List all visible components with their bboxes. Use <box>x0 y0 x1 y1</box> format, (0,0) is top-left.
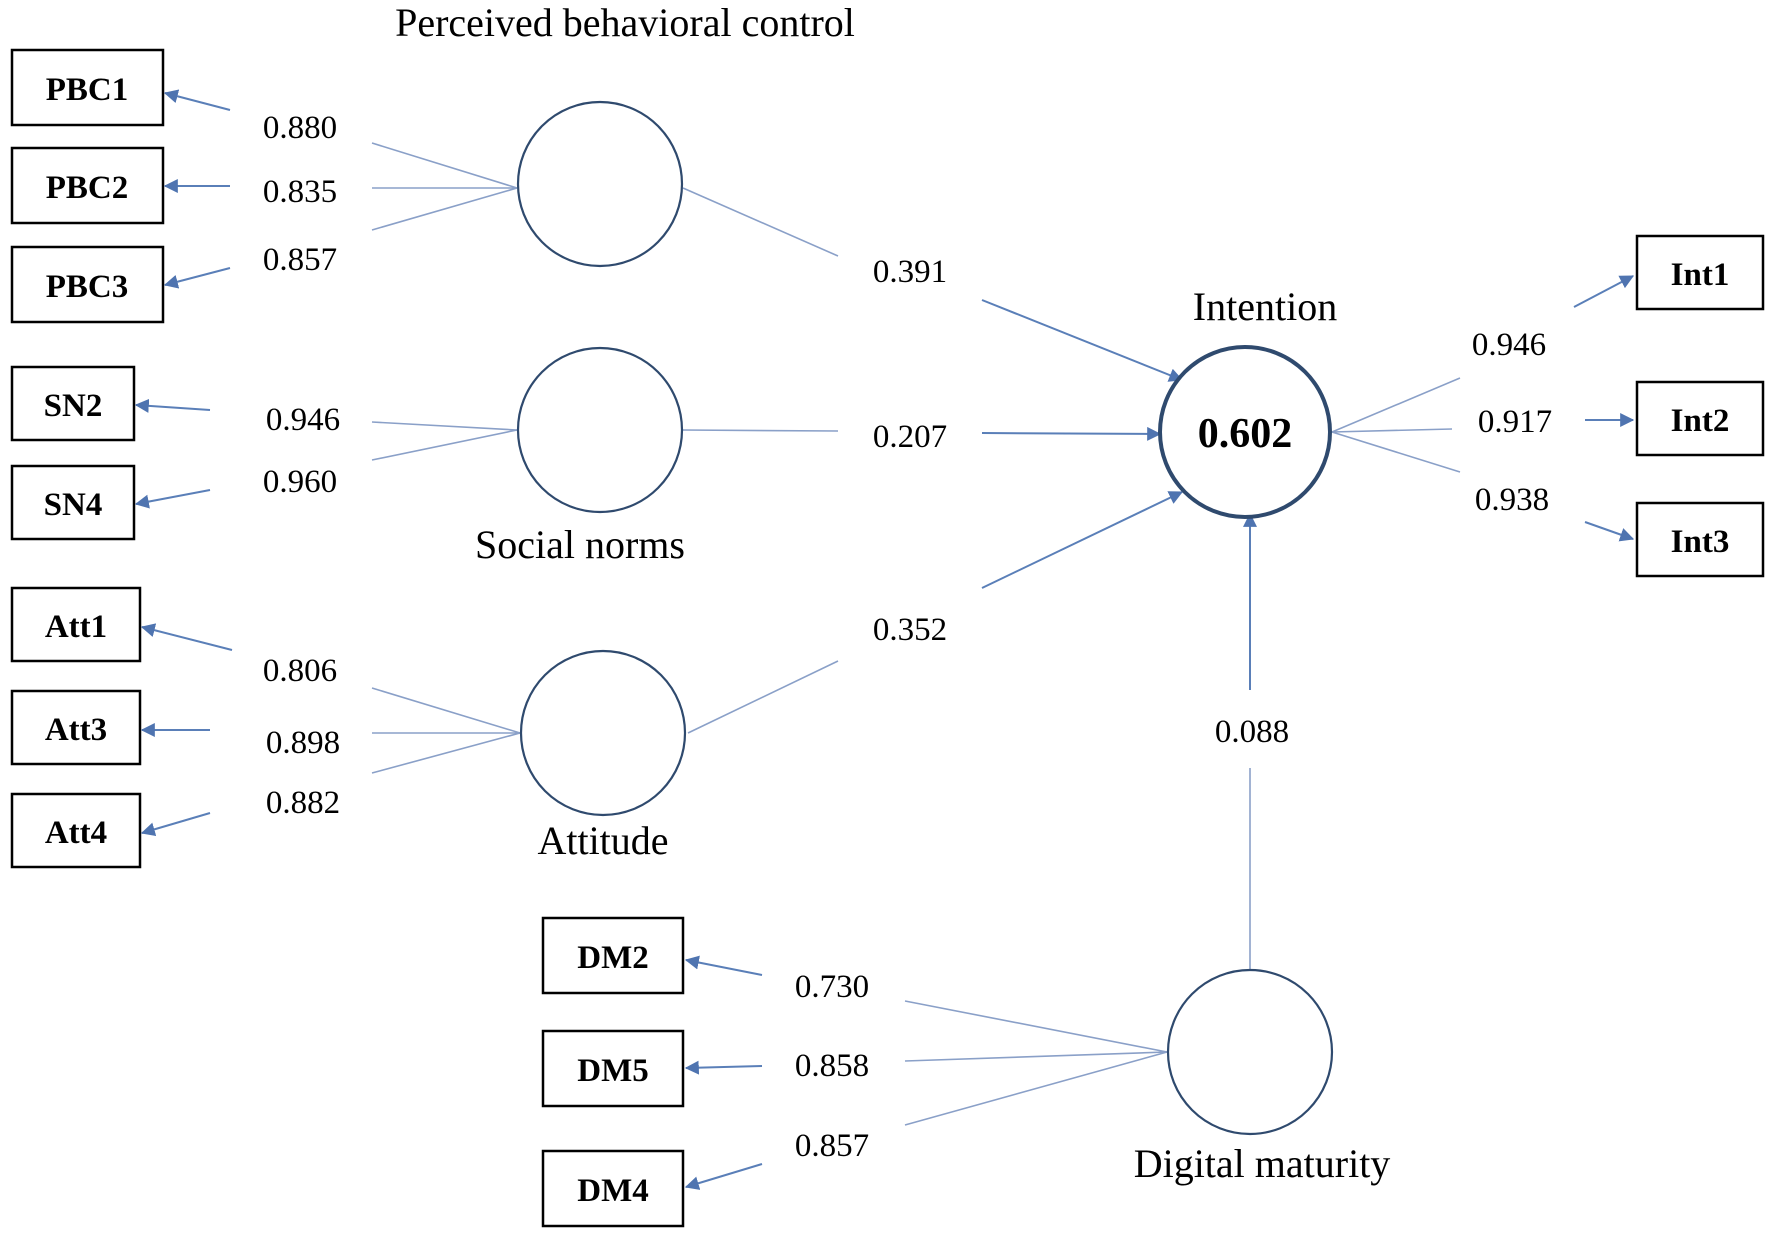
indicator-label: PBC2 <box>46 170 129 206</box>
loading-pbc3: 0.857 <box>263 242 337 278</box>
indicator-pbc2: PBC2 <box>10 146 165 225</box>
path-coef-sn: 0.207 <box>873 419 947 455</box>
loading-sn4: 0.960 <box>263 464 337 500</box>
indicator-int1: Int1 <box>1635 234 1765 311</box>
latent-label-sn: Social norms <box>475 522 685 567</box>
loading-att3: 0.898 <box>266 725 340 761</box>
indicator-pbc3: PBC3 <box>10 245 165 324</box>
latent-circle-sn <box>516 346 684 514</box>
indicator-label: PBC1 <box>46 72 129 108</box>
latent-circle-att <box>519 649 687 817</box>
sn-loading-lines <box>134 398 518 509</box>
pbc-loading-lines <box>163 89 518 289</box>
intention-r-squared: 0.602 <box>1198 411 1293 457</box>
loading-int3: 0.938 <box>1475 482 1549 518</box>
loading-pbc2: 0.835 <box>263 174 337 210</box>
att-loading-lines <box>140 623 521 837</box>
latent-circle-pbc <box>516 100 684 268</box>
indicator-att3: Att3 <box>10 689 142 766</box>
indicator-dm5: DM5 <box>541 1029 685 1108</box>
indicator-label: DM5 <box>577 1053 648 1089</box>
indicator-int2: Int2 <box>1635 380 1765 457</box>
latent-label-pbc: Perceived behavioral control <box>395 0 855 45</box>
indicator-sn4: SN4 <box>10 464 136 541</box>
loading-pbc1: 0.880 <box>263 110 337 146</box>
indicator-label: SN2 <box>44 388 103 424</box>
latent-label-att: Attitude <box>537 818 668 863</box>
indicator-pbc1: PBC1 <box>10 48 165 127</box>
latent-circle-intention <box>1158 345 1332 519</box>
indicator-dm4: DM4 <box>541 1149 685 1228</box>
loading-int2: 0.917 <box>1478 404 1552 440</box>
indicator-label: Int3 <box>1671 524 1730 560</box>
latent-label-intention: Intention <box>1193 284 1337 329</box>
loading-dm4: 0.857 <box>795 1128 869 1164</box>
indicator-label: SN4 <box>44 487 103 523</box>
indicator-label: Att4 <box>45 815 107 851</box>
path-sn-to-intention <box>681 426 1162 441</box>
latent-circle-dm <box>1166 968 1334 1136</box>
loading-att4: 0.882 <box>266 785 340 821</box>
indicator-label: DM4 <box>577 1173 648 1209</box>
indicator-att4: Att4 <box>10 792 142 869</box>
latent-label-dm: Digital maturity <box>1134 1141 1391 1186</box>
int-loading-lines <box>1331 275 1635 542</box>
path-coef-dm: 0.088 <box>1215 714 1289 750</box>
indicator-int3: Int3 <box>1635 501 1765 578</box>
indicator-label: Att3 <box>45 712 107 748</box>
indicator-label: Int2 <box>1671 403 1730 439</box>
indicator-sn2: SN2 <box>10 365 136 442</box>
path-pbc-to-intention <box>682 187 1184 382</box>
loading-dm5: 0.858 <box>795 1048 869 1084</box>
indicator-label: DM2 <box>577 940 648 976</box>
path-coef-pbc: 0.391 <box>873 254 947 290</box>
indicator-dm2: DM2 <box>541 916 685 995</box>
indicator-label: PBC3 <box>46 269 129 305</box>
loading-sn2: 0.946 <box>266 402 340 438</box>
loading-dm2: 0.730 <box>795 969 869 1005</box>
loading-int1: 0.946 <box>1472 327 1546 363</box>
indicator-label: Int1 <box>1671 257 1730 293</box>
dm-loading-lines <box>684 955 1168 1190</box>
loading-att1: 0.806 <box>263 653 337 689</box>
path-att-to-intention <box>687 491 1184 734</box>
path-coef-att: 0.352 <box>873 612 947 648</box>
indicator-label: Att1 <box>45 609 107 645</box>
indicator-att1: Att1 <box>10 586 142 663</box>
